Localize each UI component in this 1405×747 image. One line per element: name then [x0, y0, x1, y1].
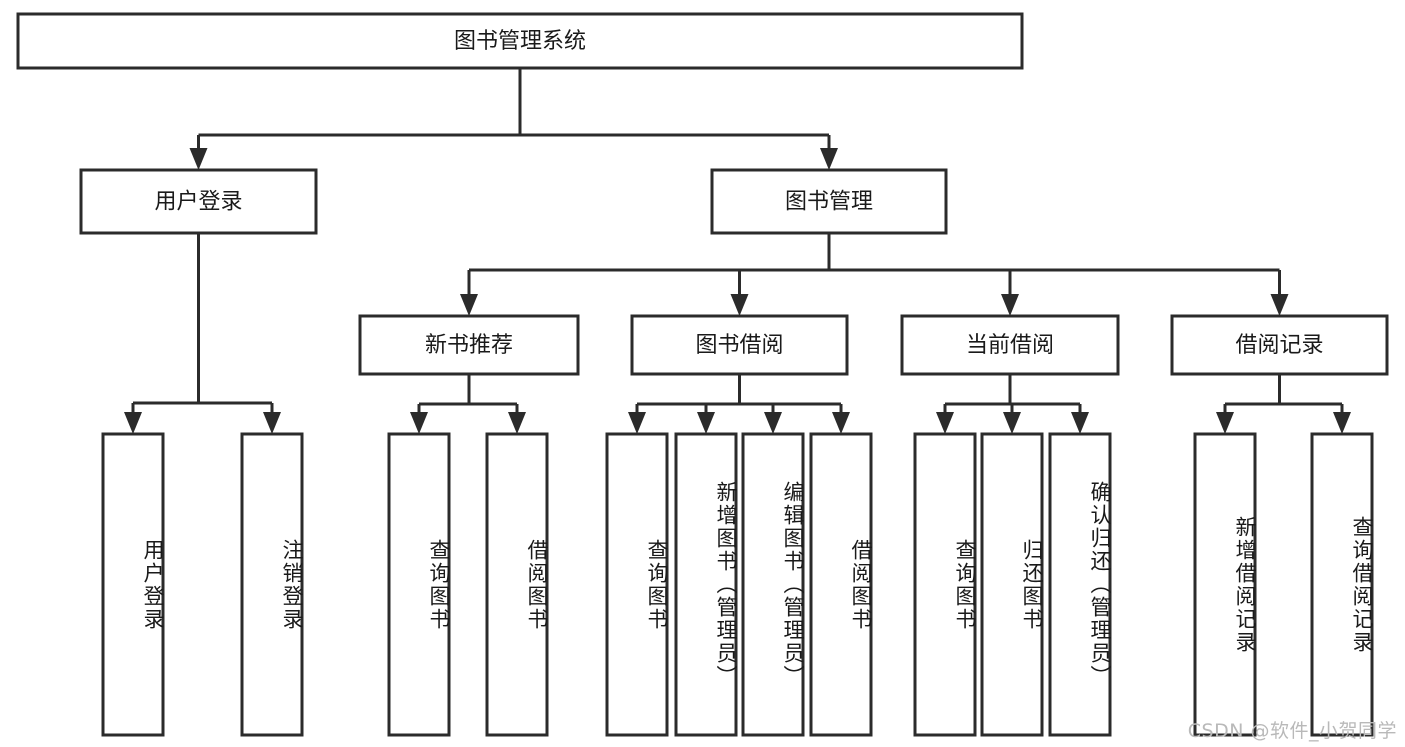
arrow-head-icon: [124, 412, 142, 434]
node-box-leaf-user-logout[interactable]: [240, 432, 304, 737]
arrow-head-icon: [764, 412, 782, 434]
node-box-root[interactable]: [16, 12, 1024, 70]
arrow-head-icon: [263, 412, 281, 434]
arrow-head-icon: [460, 294, 478, 316]
node-label-user-login: 用户登录: [154, 190, 242, 215]
node-box-borrow-record[interactable]: [1170, 314, 1389, 376]
arrow-head-icon: [1333, 412, 1351, 434]
connectors-layer: [124, 68, 1351, 434]
arrow-head-icon: [1001, 294, 1019, 316]
arrow-head-icon: [189, 148, 208, 170]
node-box-current-borrow[interactable]: [900, 314, 1120, 376]
arrow-head-icon: [628, 412, 646, 434]
node-label-new-book-recommend: 新书推荐: [425, 333, 513, 358]
node-box-leaf-confirm-return[interactable]: [1048, 432, 1112, 737]
node-box-book-management[interactable]: [710, 168, 948, 235]
arrow-head-icon: [1216, 412, 1234, 434]
arrow-head-icon: [1003, 412, 1021, 434]
boxes-layer: [16, 12, 1389, 737]
node-box-leaf-query-book-3[interactable]: [913, 432, 977, 737]
node-box-leaf-add-book[interactable]: [674, 432, 738, 737]
node-label-borrow-record: 借阅记录: [1235, 333, 1323, 358]
arrow-head-icon: [832, 412, 850, 434]
node-box-leaf-add-borrow-record[interactable]: [1193, 432, 1257, 737]
arrow-head-icon: [936, 412, 954, 434]
arrow-head-icon: [1071, 412, 1089, 434]
node-box-leaf-borrow-book-1[interactable]: [485, 432, 549, 737]
node-label-root: 图书管理系统: [454, 29, 586, 54]
arrow-head-icon: [508, 412, 526, 434]
node-box-user-login[interactable]: [79, 168, 318, 235]
node-box-leaf-query-borrow-record[interactable]: [1310, 432, 1374, 737]
node-label-book-management: 图书管理: [785, 190, 873, 215]
node-box-leaf-return-book[interactable]: [980, 432, 1044, 737]
watermark-text: CSDN @软件_小贺同学: [1187, 720, 1397, 742]
node-box-leaf-edit-book[interactable]: [741, 432, 805, 737]
node-box-leaf-query-book-1[interactable]: [387, 432, 451, 737]
node-label-current-borrow: 当前借阅: [966, 333, 1054, 358]
arrow-head-icon: [697, 412, 715, 434]
node-label-book-borrow: 图书借阅: [695, 333, 783, 358]
node-box-leaf-borrow-book-2[interactable]: [809, 432, 873, 737]
node-box-new-book-recommend[interactable]: [358, 314, 580, 376]
arrow-head-icon: [410, 412, 428, 434]
node-box-leaf-query-book-2[interactable]: [605, 432, 669, 737]
node-box-book-borrow[interactable]: [630, 314, 849, 376]
arrow-head-icon: [730, 294, 749, 316]
node-box-leaf-user-login[interactable]: [101, 432, 165, 737]
arrow-head-icon: [1270, 294, 1289, 316]
arrow-head-icon: [820, 148, 838, 170]
